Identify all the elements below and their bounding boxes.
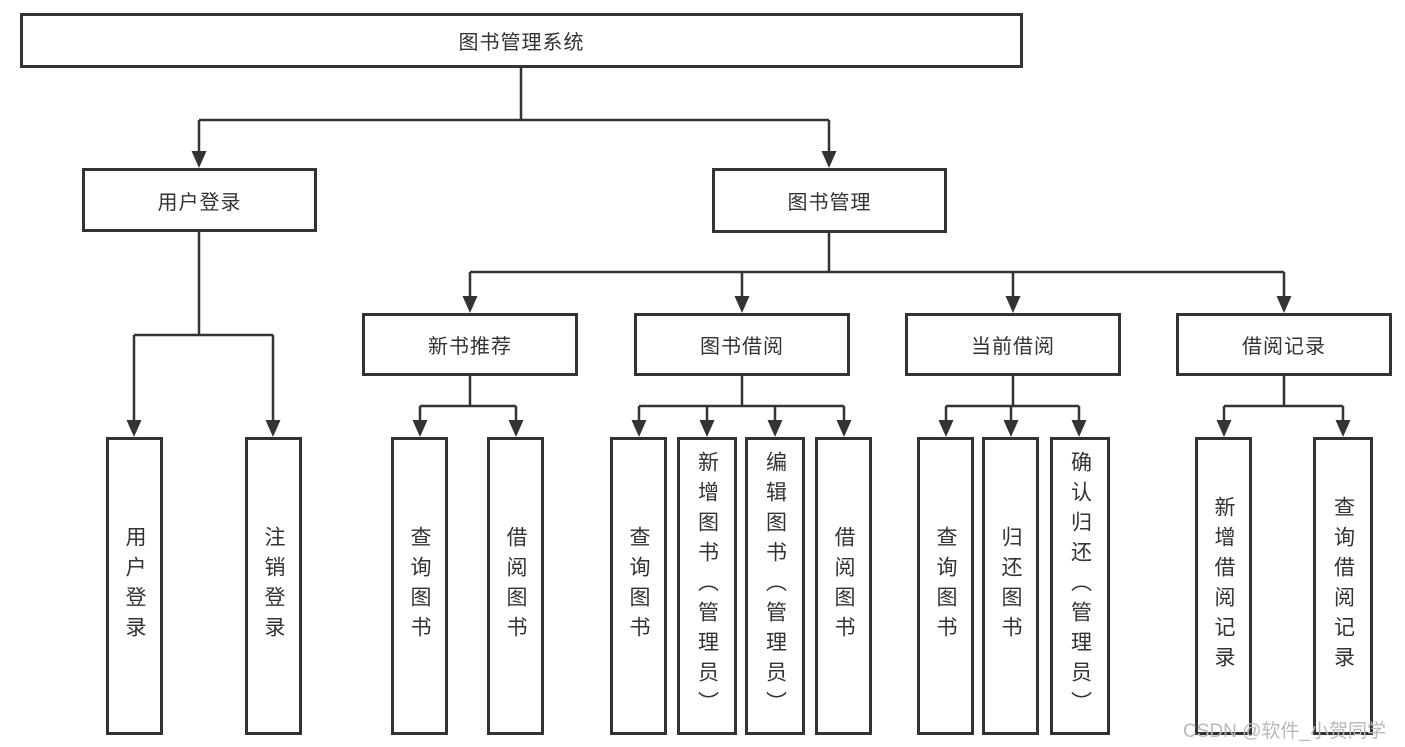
node-label: 图书管理系统 — [458, 32, 585, 54]
leaf-label: 查询图书 — [408, 526, 431, 646]
leaf-add-borrow-record: 新增借阅记录 — [1195, 437, 1252, 735]
leaf-query-books-current: 查询图书 — [917, 437, 974, 735]
leaf-label: 新增借阅记录 — [1212, 496, 1235, 676]
node-label: 当前借阅 — [971, 336, 1055, 358]
leaf-edit-book-admin: 编辑图书（管理员） — [745, 437, 805, 735]
leaf-label: 查询图书 — [934, 526, 957, 646]
node-new-book-recommend: 新书推荐 — [362, 313, 578, 376]
leaf-label: 借阅图书 — [832, 526, 855, 646]
leaf-label: 查询图书 — [627, 526, 650, 646]
node-user-login: 用户登录 — [82, 168, 317, 232]
node-label: 借阅记录 — [1242, 336, 1326, 358]
leaf-confirm-return-admin: 确认归还（管理员） — [1050, 437, 1110, 735]
leaf-borrow-books-recommend: 借阅图书 — [487, 437, 544, 735]
node-label: 图书管理 — [787, 192, 872, 214]
csdn-watermark: CSDN @软件_小贺同学 — [1183, 721, 1386, 742]
leaf-logout: 注销登录 — [245, 437, 302, 735]
arrowheads — [126, 151, 1351, 437]
leaf-label: 借阅图书 — [504, 526, 527, 646]
leaf-label: 注销登录 — [262, 526, 285, 646]
node-borrow-records: 借阅记录 — [1176, 313, 1392, 376]
node-current-borrow: 当前借阅 — [905, 313, 1121, 376]
leaf-return-books: 归还图书 — [982, 437, 1039, 735]
leaf-user-login: 用户登录 — [106, 437, 163, 735]
leaf-label: 查询借阅记录 — [1331, 496, 1355, 676]
leaf-borrow-books: 借阅图书 — [815, 437, 872, 735]
leaf-query-books-borrow: 查询图书 — [610, 437, 667, 735]
node-label: 新书推荐 — [428, 336, 512, 358]
leaf-label: 编辑图书（管理员） — [763, 451, 787, 721]
node-book-borrow: 图书借阅 — [634, 313, 850, 376]
leaf-add-book-admin: 新增图书（管理员） — [677, 437, 737, 735]
leaf-label: 新增图书（管理员） — [695, 451, 719, 721]
node-label: 图书借阅 — [700, 336, 784, 358]
leaf-label: 用户登录 — [123, 526, 146, 646]
node-book-management: 图书管理 — [712, 168, 947, 233]
leaf-label: 归还图书 — [999, 526, 1022, 646]
node-system-root: 图书管理系统 — [20, 13, 1023, 68]
leaf-label: 确认归还（管理员） — [1068, 451, 1092, 721]
leaf-query-borrow-record: 查询借阅记录 — [1313, 437, 1373, 735]
leaf-query-books-recommend: 查询图书 — [391, 437, 448, 735]
node-label: 用户登录 — [157, 191, 242, 214]
